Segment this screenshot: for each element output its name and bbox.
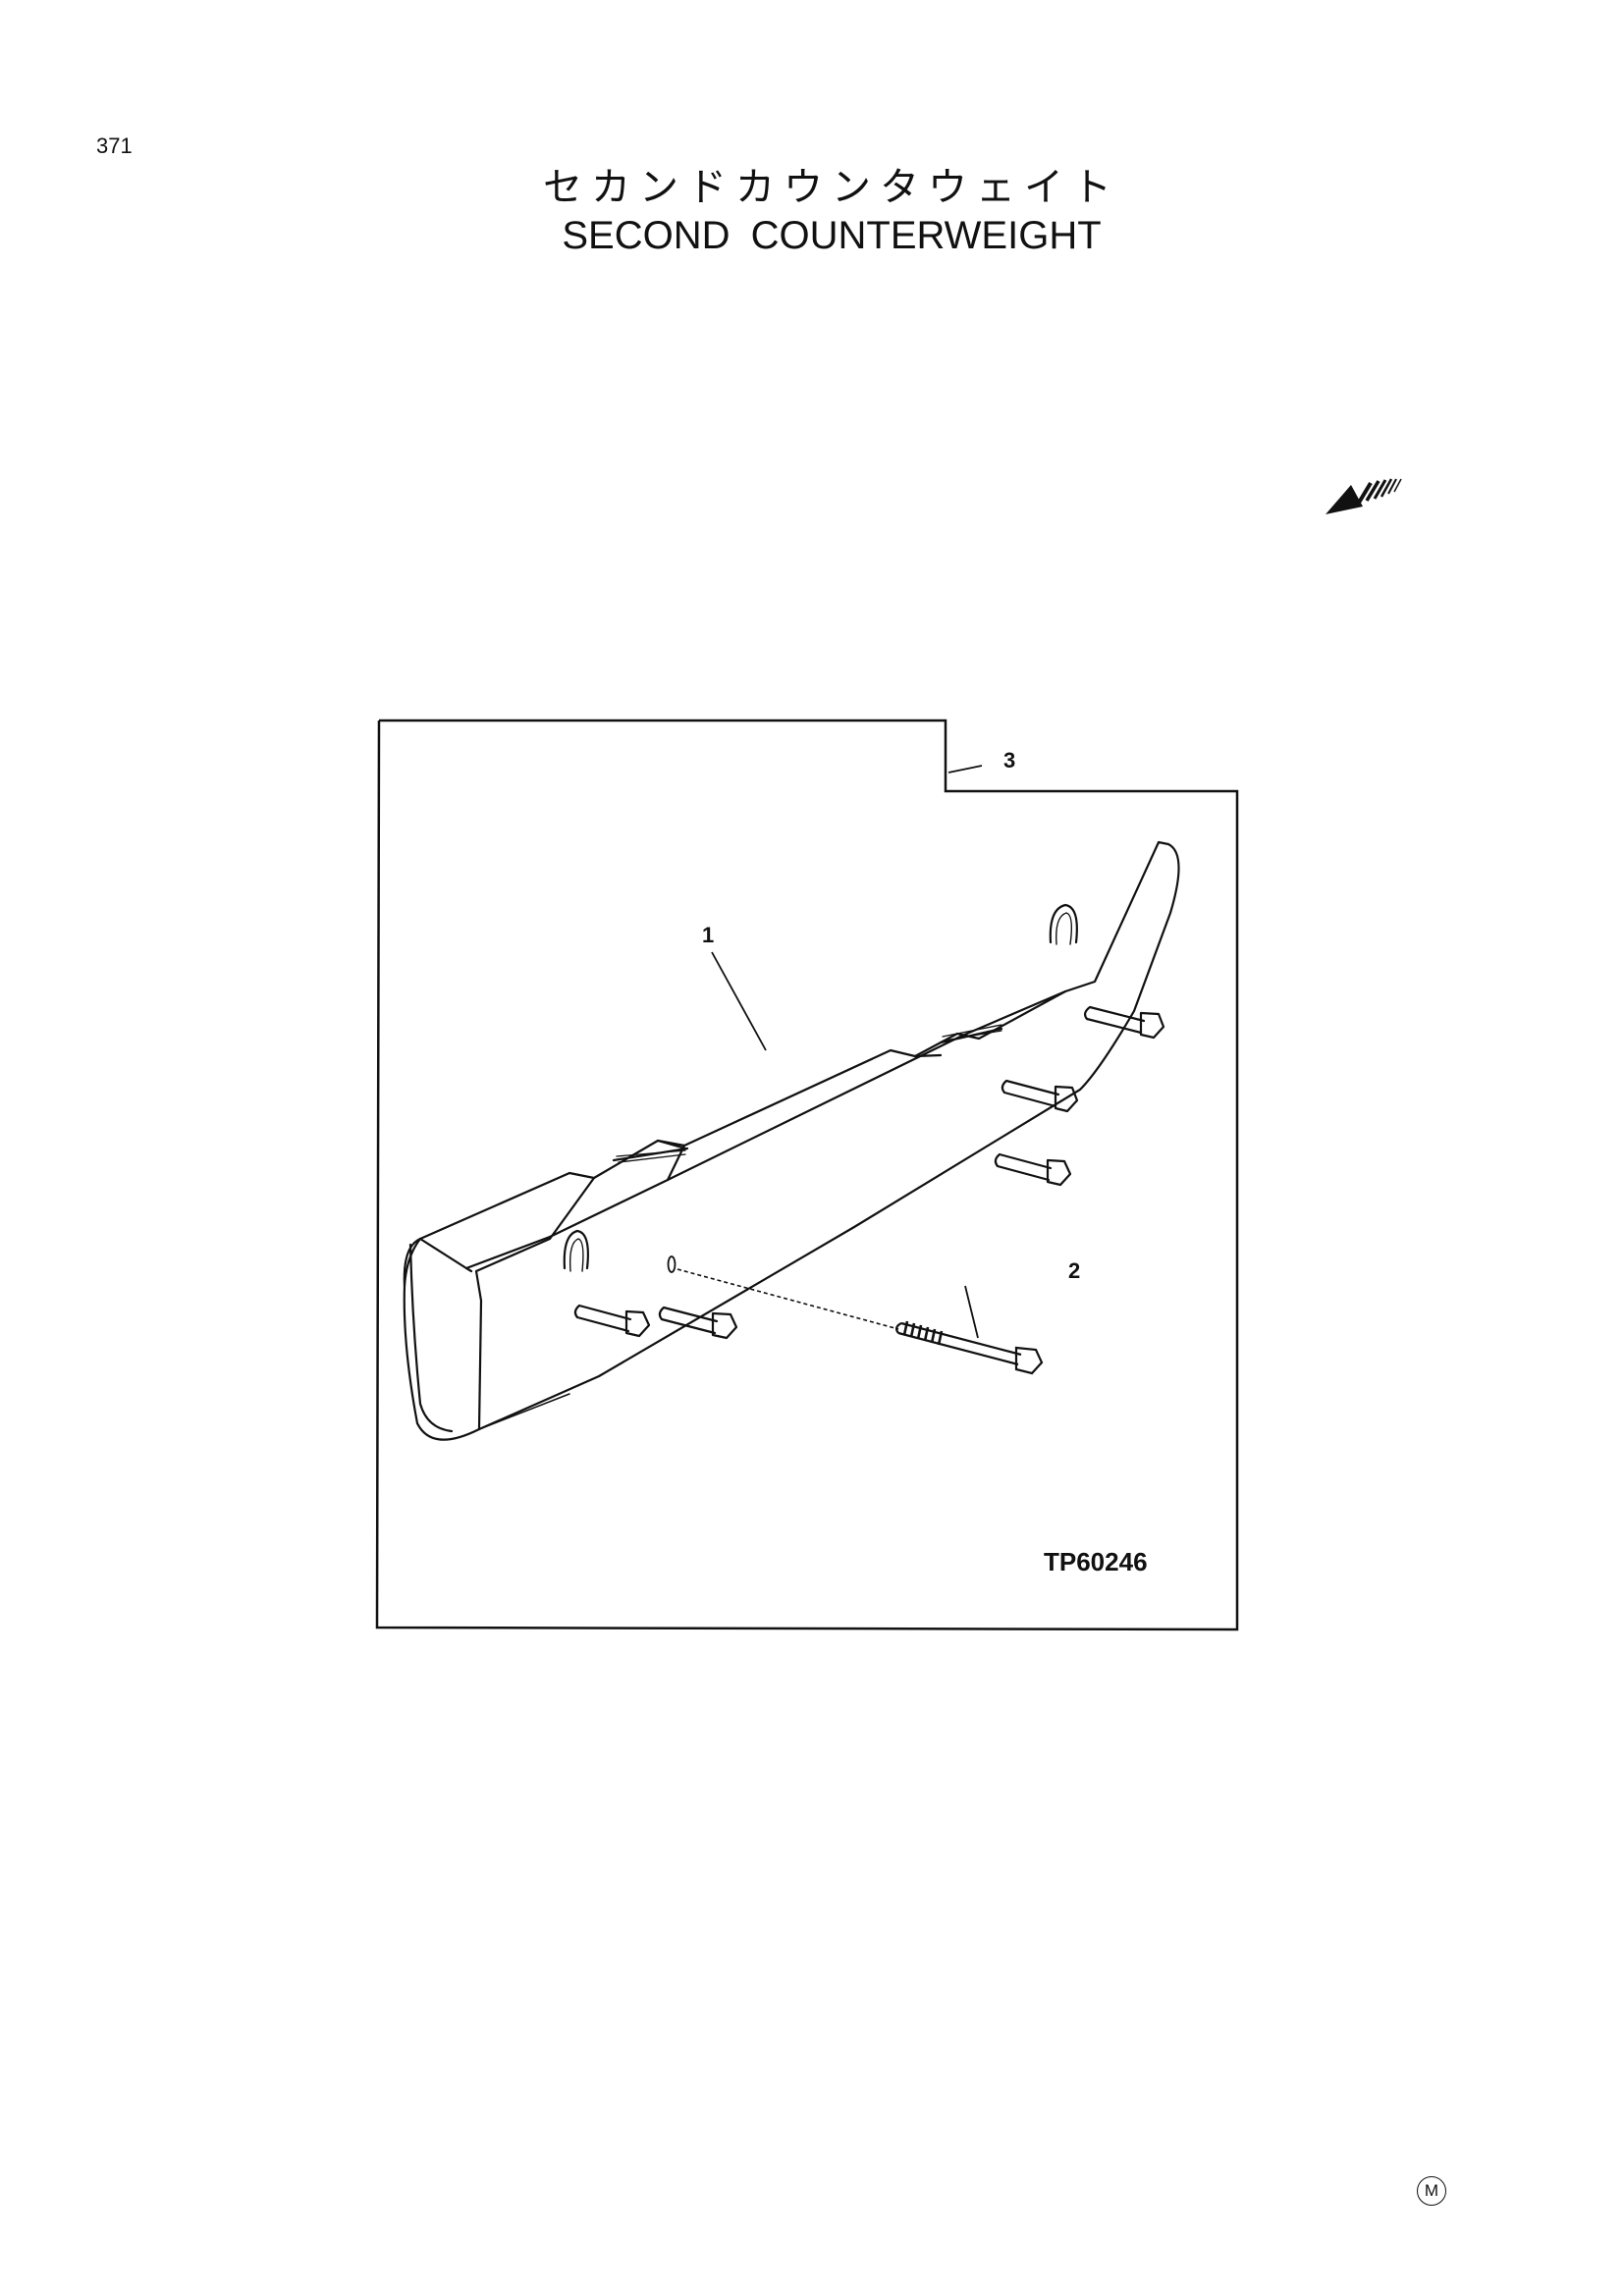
title-english: SECOND COUNTERWEIGHT	[562, 214, 1102, 257]
title-japanese: セカンドカウンタウェイト	[543, 165, 1120, 210]
bolt-1	[1083, 1005, 1165, 1040]
leader-2	[964, 1285, 979, 1339]
parts-diagram: 1 2 3 TP60246	[375, 719, 1239, 1631]
callout-3: 3	[1003, 748, 1015, 773]
figure-code: TP60246	[1044, 1547, 1148, 1576]
leader-3	[947, 765, 983, 774]
callout-1: 1	[702, 923, 714, 947]
maker-mark: M	[1417, 2176, 1446, 2206]
bolt-4	[573, 1304, 651, 1338]
bolt-5	[658, 1306, 738, 1340]
leader-1	[711, 951, 767, 1051]
front-direction-arrow-icon	[1326, 478, 1402, 514]
counterweight-body	[403, 840, 1180, 1441]
bolt-2	[1001, 1079, 1079, 1113]
assembly-frame	[375, 719, 1239, 1631]
callout-2: 2	[1068, 1258, 1080, 1283]
long-bolt	[894, 1320, 1044, 1375]
page-number: 371	[96, 133, 133, 158]
bolt-3	[994, 1152, 1072, 1187]
